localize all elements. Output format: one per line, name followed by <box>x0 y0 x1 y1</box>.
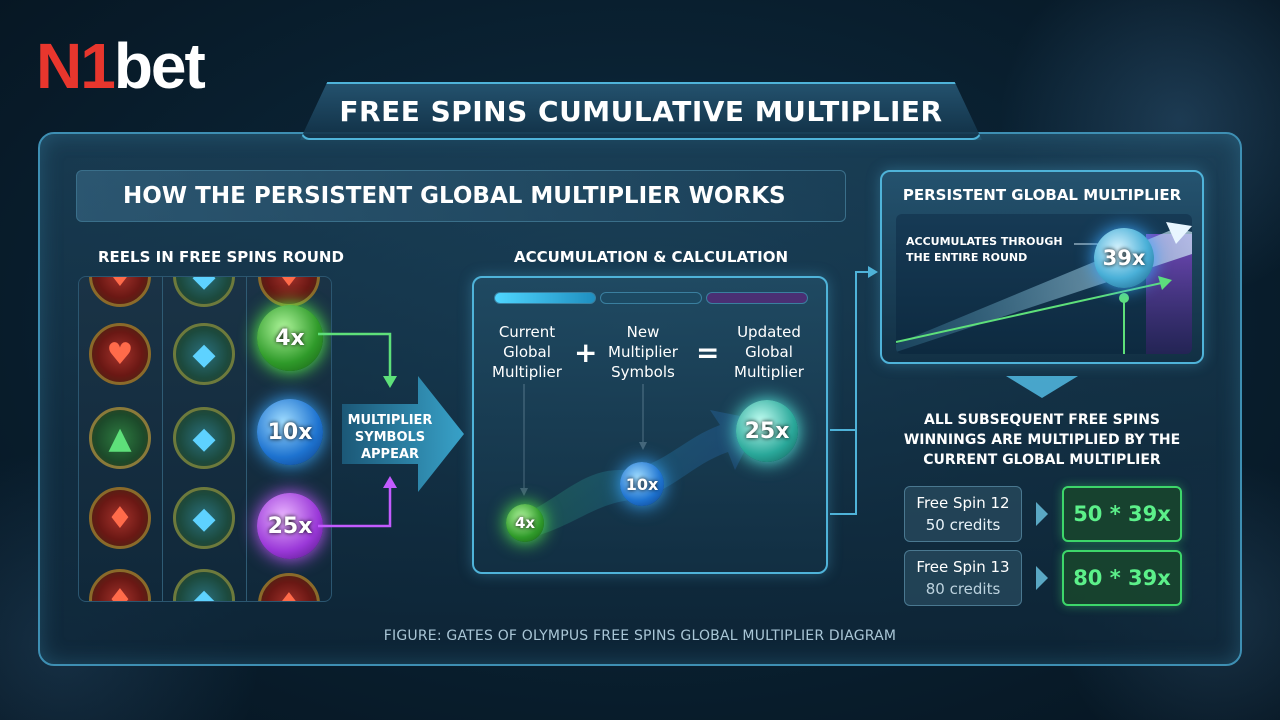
progress-bar-segment <box>600 292 702 304</box>
accumulation-orb-25x: 25x <box>736 400 798 462</box>
brand-logo-prefix: N1 <box>36 30 116 102</box>
free-spin-13-box: Free Spin 13 80 credits <box>904 550 1022 606</box>
red-gem-symbol: ♦ <box>89 487 151 549</box>
blue-gem-symbol: ◆ <box>173 487 235 549</box>
figure-caption: FIGURE: GATES OF OLYMPUS FREE SPINS GLOB… <box>383 628 897 644</box>
multiplier-orb-25x: 25x <box>257 493 323 559</box>
spin-name: Free Spin 13 <box>916 558 1010 576</box>
reels-panel: ♦ ♥ ▲ ♦ ♦ ◆ ◆ ◆ ◆ ◆ ♦ 4x 10x 25x ♦ <box>78 276 332 602</box>
accumulation-orb-4x: 4x <box>506 504 544 542</box>
persistent-multiplier-title: PERSISTENT GLOBAL MULTIPLIER <box>902 186 1182 204</box>
red-gem-symbol: ♥ <box>89 323 151 385</box>
spin-arrow-icon <box>1036 502 1048 526</box>
section-header: HOW THE PERSISTENT GLOBAL MULTIPLIER WOR… <box>76 170 846 222</box>
persistent-multiplier-graphic: ACCUMULATES THROUGH THE ENTIRE ROUND <box>896 214 1192 354</box>
multiplier-orb-4x: 4x <box>257 305 323 371</box>
accumulates-note: ACCUMULATES THROUGH THE ENTIRE ROUND <box>906 235 1063 264</box>
title-banner: FREE SPINS CUMULATIVE MULTIPLIER <box>300 82 982 140</box>
persistent-connector <box>830 271 872 431</box>
big-flow-arrow <box>342 376 464 492</box>
equals-operator: = <box>696 336 720 369</box>
progress-bar-segment <box>494 292 596 304</box>
accumulation-label: ACCUMULATION & CALCULATION <box>514 248 789 266</box>
reel-column: ♦ ♥ ▲ ♦ ♦ <box>79 277 163 601</box>
spin-arrow-icon <box>1036 566 1048 590</box>
appear-label: MULTIPLIER SYMBOLS APPEAR <box>347 413 433 462</box>
purple-connector-head <box>383 476 397 488</box>
spin-name: Free Spin 12 <box>916 494 1010 512</box>
down-arrow <box>1006 376 1078 398</box>
brand-logo: N1bet <box>36 34 206 98</box>
spin-13-result: 80 * 39x <box>1062 550 1182 606</box>
accumulation-orb-10x: 10x <box>620 462 664 506</box>
brand-logo-suffix: bet <box>113 30 206 102</box>
growth-arrow-head <box>1166 222 1192 244</box>
marker-dot <box>1119 293 1129 303</box>
reels-label: REELS IN FREE SPINS ROUND <box>98 248 344 266</box>
purple-connector <box>318 484 392 528</box>
free-spin-12-box: Free Spin 12 50 credits <box>904 486 1022 542</box>
persistent-multiplier-orb: 39x <box>1094 228 1154 288</box>
green-connector <box>318 332 392 380</box>
result-text: ALL SUBSEQUENT FREE SPINS WINNINGS ARE M… <box>903 412 1181 468</box>
blue-gem-symbol: ◆ <box>173 407 235 469</box>
spin-credits: 80 credits <box>925 580 1001 598</box>
reel-column: ◆ ◆ ◆ ◆ ◆ <box>163 277 247 601</box>
page-title: FREE SPINS CUMULATIVE MULTIPLIER <box>339 94 943 128</box>
plus-operator: + <box>574 336 598 369</box>
progress-bar-segment <box>706 292 808 304</box>
persistent-multiplier-box: PERSISTENT GLOBAL MULTIPLIER <box>880 170 1204 364</box>
section-title: HOW THE PERSISTENT GLOBAL MULTIPLIER WOR… <box>123 183 786 209</box>
blue-gem-symbol: ◆ <box>173 323 235 385</box>
spin-12-result: 50 * 39x <box>1062 486 1182 542</box>
green-connector-head <box>383 376 397 388</box>
green-gem-symbol: ▲ <box>89 407 151 469</box>
green-trend-line <box>896 281 1167 343</box>
spin-credits: 50 credits <box>925 516 1001 534</box>
reel-column: ♦ 4x 10x 25x ♦ <box>247 277 331 601</box>
multiplier-orb-10x: 10x <box>257 399 323 465</box>
green-trend-arrow <box>1158 276 1172 290</box>
